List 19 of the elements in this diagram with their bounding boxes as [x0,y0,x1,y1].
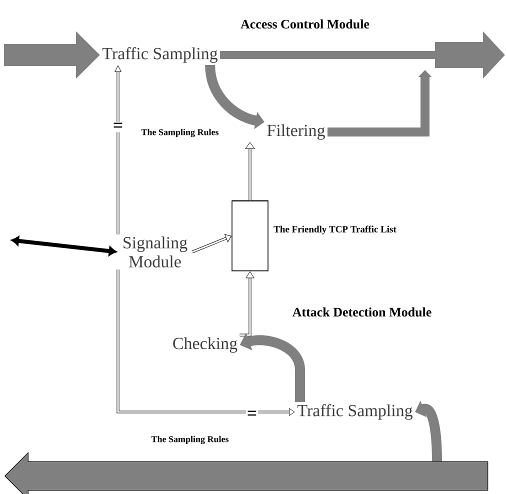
side-label: The Friendly TCP Traffic List [274,226,396,234]
arrow [114,65,122,234]
arrow [240,271,254,336]
equals-sign: = [246,410,258,420]
process-label: Filtering [267,124,325,140]
process-label: Traffic Sampling [102,47,218,63]
process-label: Traffic Sampling [297,404,413,420]
arrow [245,142,255,200]
module-title: Access Control Module [240,18,371,30]
process-label: Checking [173,337,238,353]
edge-label: The Sampling Rules [151,436,229,444]
database-cylinder [232,200,268,272]
arrow [192,234,232,254]
equals-sign: = [112,122,124,132]
arrow [11,236,116,256]
arrow [116,270,295,416]
process-label: Signaling Module [124,236,188,268]
edge-label: The Sampling Rules [141,128,219,138]
module-title: Attack Detection Module [291,306,433,318]
